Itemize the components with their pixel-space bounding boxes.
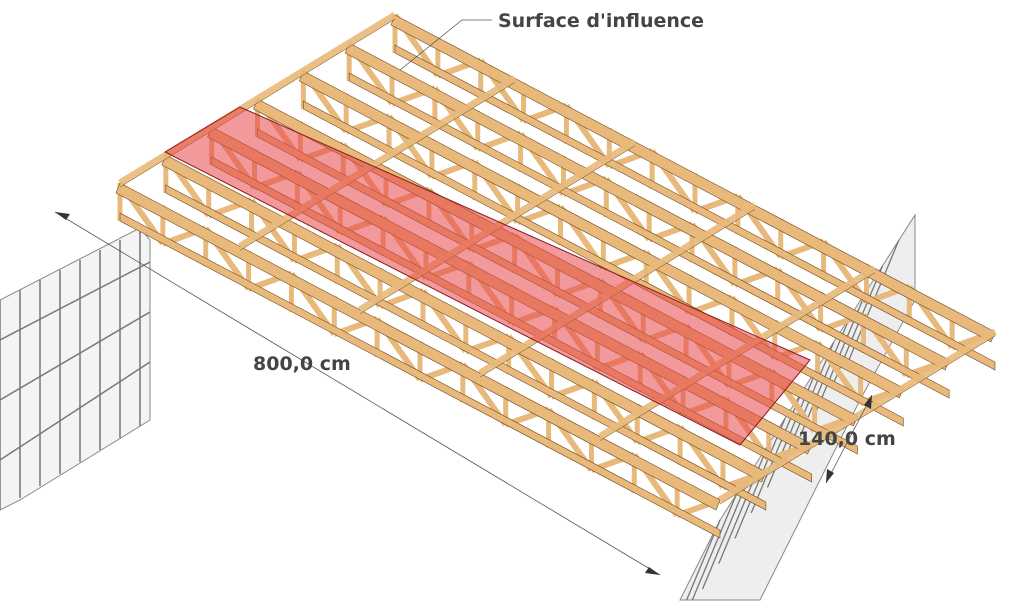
wall-stud bbox=[691, 494, 737, 601]
wall-plate bbox=[0, 361, 151, 461]
cross-member-edge bbox=[719, 335, 996, 505]
wall-plate bbox=[0, 261, 151, 341]
width-dimension-line bbox=[825, 394, 873, 484]
top-chord bbox=[344, 42, 950, 371]
length-label: 800,0 cm bbox=[253, 353, 351, 375]
dimension-lines bbox=[54, 19, 873, 576]
width-label: 140,0 cm bbox=[798, 428, 896, 450]
top-chord bbox=[161, 154, 767, 483]
bottom-chord bbox=[119, 212, 721, 539]
wall-stud bbox=[718, 443, 770, 564]
wall-plate bbox=[0, 311, 151, 401]
leader-line bbox=[399, 19, 492, 71]
cross-member-edge bbox=[119, 18, 396, 188]
arrow-icon bbox=[55, 212, 70, 220]
wall-stud bbox=[815, 291, 867, 412]
cross-member bbox=[238, 75, 517, 250]
influence-surface bbox=[163, 106, 811, 446]
surface-label: Surface d'influence bbox=[498, 10, 705, 32]
cross-member-edge bbox=[239, 82, 516, 251]
arrow-icon bbox=[645, 567, 660, 575]
top-chord bbox=[298, 70, 904, 399]
cross-member bbox=[118, 12, 397, 186]
top-chord bbox=[115, 182, 721, 511]
length-dimension-line bbox=[54, 211, 661, 576]
top-chord bbox=[390, 14, 996, 343]
arrow-icon bbox=[864, 395, 872, 409]
arrow-icon bbox=[826, 469, 834, 483]
cross-member bbox=[718, 329, 997, 503]
left-wall bbox=[0, 227, 151, 511]
